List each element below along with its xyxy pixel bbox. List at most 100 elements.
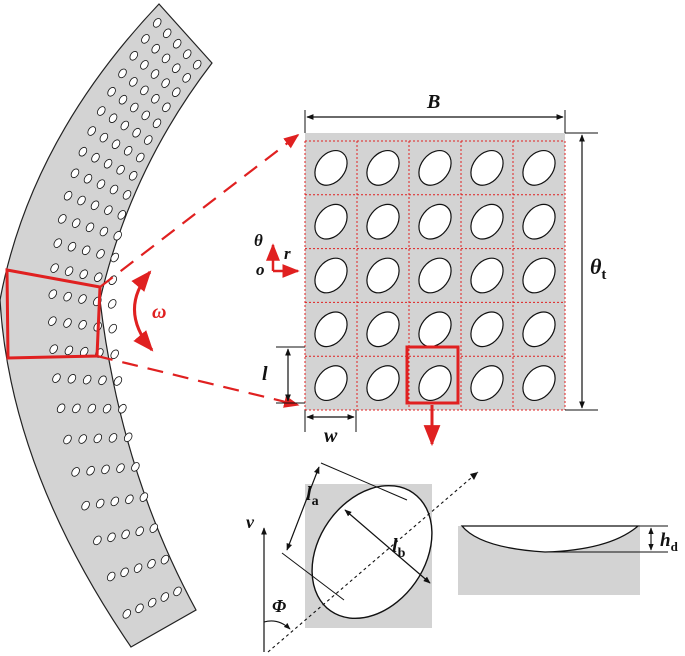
sector-dimple <box>140 60 149 70</box>
sector-dimple <box>122 190 132 200</box>
sector-dimple <box>96 249 105 259</box>
grid-dimple <box>470 150 504 186</box>
omega-rotation: ω <box>131 270 166 352</box>
sector-dimple <box>99 226 109 237</box>
sector-dimple <box>63 291 72 302</box>
local-axes: θ r o <box>254 231 300 279</box>
sector-dimple <box>162 102 171 113</box>
v-axis-label: v <box>246 512 255 532</box>
sector-dimple <box>101 464 110 475</box>
sector-dimple <box>85 222 95 233</box>
sector-dimple <box>67 374 77 384</box>
origin-label: o <box>256 260 265 279</box>
grid-dimple <box>418 150 452 186</box>
sector-dimple <box>152 18 162 28</box>
sector-dimple <box>172 87 181 97</box>
sector-dimple <box>52 373 61 383</box>
sector-dimple <box>110 496 120 507</box>
sector-dimple <box>120 120 130 131</box>
sector-dimple <box>103 158 113 169</box>
grid-dimple <box>314 203 348 240</box>
sector-dimple <box>64 266 74 276</box>
sector-dimple <box>83 173 93 184</box>
grid-dimple <box>314 150 348 186</box>
sector-outline <box>0 3 213 648</box>
theta-total-dimension: θt <box>565 132 606 411</box>
sector-dimple <box>192 59 202 70</box>
sector-dimple <box>71 218 81 228</box>
sector-dimple <box>116 165 125 175</box>
sector-dimple <box>109 184 119 195</box>
sector-dimple <box>102 403 112 414</box>
sector-dimple <box>90 200 100 211</box>
sector-dimple <box>182 73 191 83</box>
sector-dimple <box>136 152 145 163</box>
sector-dimple <box>141 110 150 121</box>
angle-arc <box>263 620 291 630</box>
sector-dimple <box>118 68 127 79</box>
sector-dimple <box>129 77 138 87</box>
sector-dimple <box>113 230 122 241</box>
sector-dimple <box>64 345 74 356</box>
sector-dimple <box>111 139 121 149</box>
width-label: B <box>426 91 440 113</box>
sector-dimple <box>78 434 87 444</box>
sector-dimple <box>108 433 118 443</box>
sector-dimple <box>135 603 144 614</box>
sector-dimple <box>140 85 149 96</box>
sector-dimple <box>97 106 106 116</box>
sector-dimple <box>99 132 109 143</box>
sector-dimple <box>78 146 88 157</box>
sector-dimple <box>147 559 156 569</box>
grid-dimple <box>470 203 504 240</box>
sector-dimple <box>141 34 150 44</box>
sector-dimple <box>106 571 116 582</box>
sector-dimple <box>87 126 96 136</box>
sector-dimple <box>150 69 160 79</box>
sector-dimple <box>172 63 181 73</box>
sector-dimple <box>67 241 77 252</box>
grid-dimple <box>418 257 452 294</box>
sector-dimple <box>70 168 80 179</box>
sector-dimple <box>79 269 88 279</box>
sector-dimple <box>77 195 86 206</box>
sector-dimple <box>144 135 153 145</box>
sector-dimple <box>151 43 160 54</box>
sector-dimple <box>50 263 59 273</box>
grid-dimple <box>522 257 556 294</box>
grid-dimple <box>366 150 400 186</box>
sector-dimple <box>172 38 182 49</box>
sector-dimple <box>182 49 192 59</box>
sector-dimple <box>160 592 170 602</box>
grid-dimple <box>418 203 452 240</box>
sector-dimple <box>149 523 159 533</box>
omega-label: ω <box>152 301 166 323</box>
cell-length-label: l <box>262 363 268 385</box>
sector-dimple <box>81 500 90 511</box>
sector-dimple <box>63 318 72 328</box>
sector-dimple <box>81 245 91 256</box>
sector-dimple <box>56 403 66 414</box>
sector-dimple <box>87 403 97 414</box>
sector-dimple <box>125 494 134 505</box>
omega-arrow <box>131 270 154 352</box>
sector-dimple <box>161 78 170 88</box>
sector-dimple <box>108 113 118 123</box>
sector-dimple <box>123 146 133 156</box>
sector-dimple <box>129 51 139 61</box>
minor-axis-label: lb <box>392 535 406 561</box>
sector-dimple <box>49 344 58 354</box>
sector-dimple <box>139 492 149 502</box>
sector-dimple <box>116 463 125 473</box>
sector-dimple <box>131 462 140 472</box>
texture-grid-panel <box>304 133 566 411</box>
major-axis-label: la <box>306 483 319 509</box>
sector-dimple <box>96 179 106 189</box>
sector-dimple <box>122 609 132 619</box>
grid-dimple <box>314 365 348 401</box>
sector-dimple <box>93 433 103 444</box>
grid-dimple <box>522 365 556 401</box>
sector-dimple <box>173 586 182 597</box>
grid-dimples <box>314 150 556 401</box>
grid-dimple <box>522 203 556 240</box>
